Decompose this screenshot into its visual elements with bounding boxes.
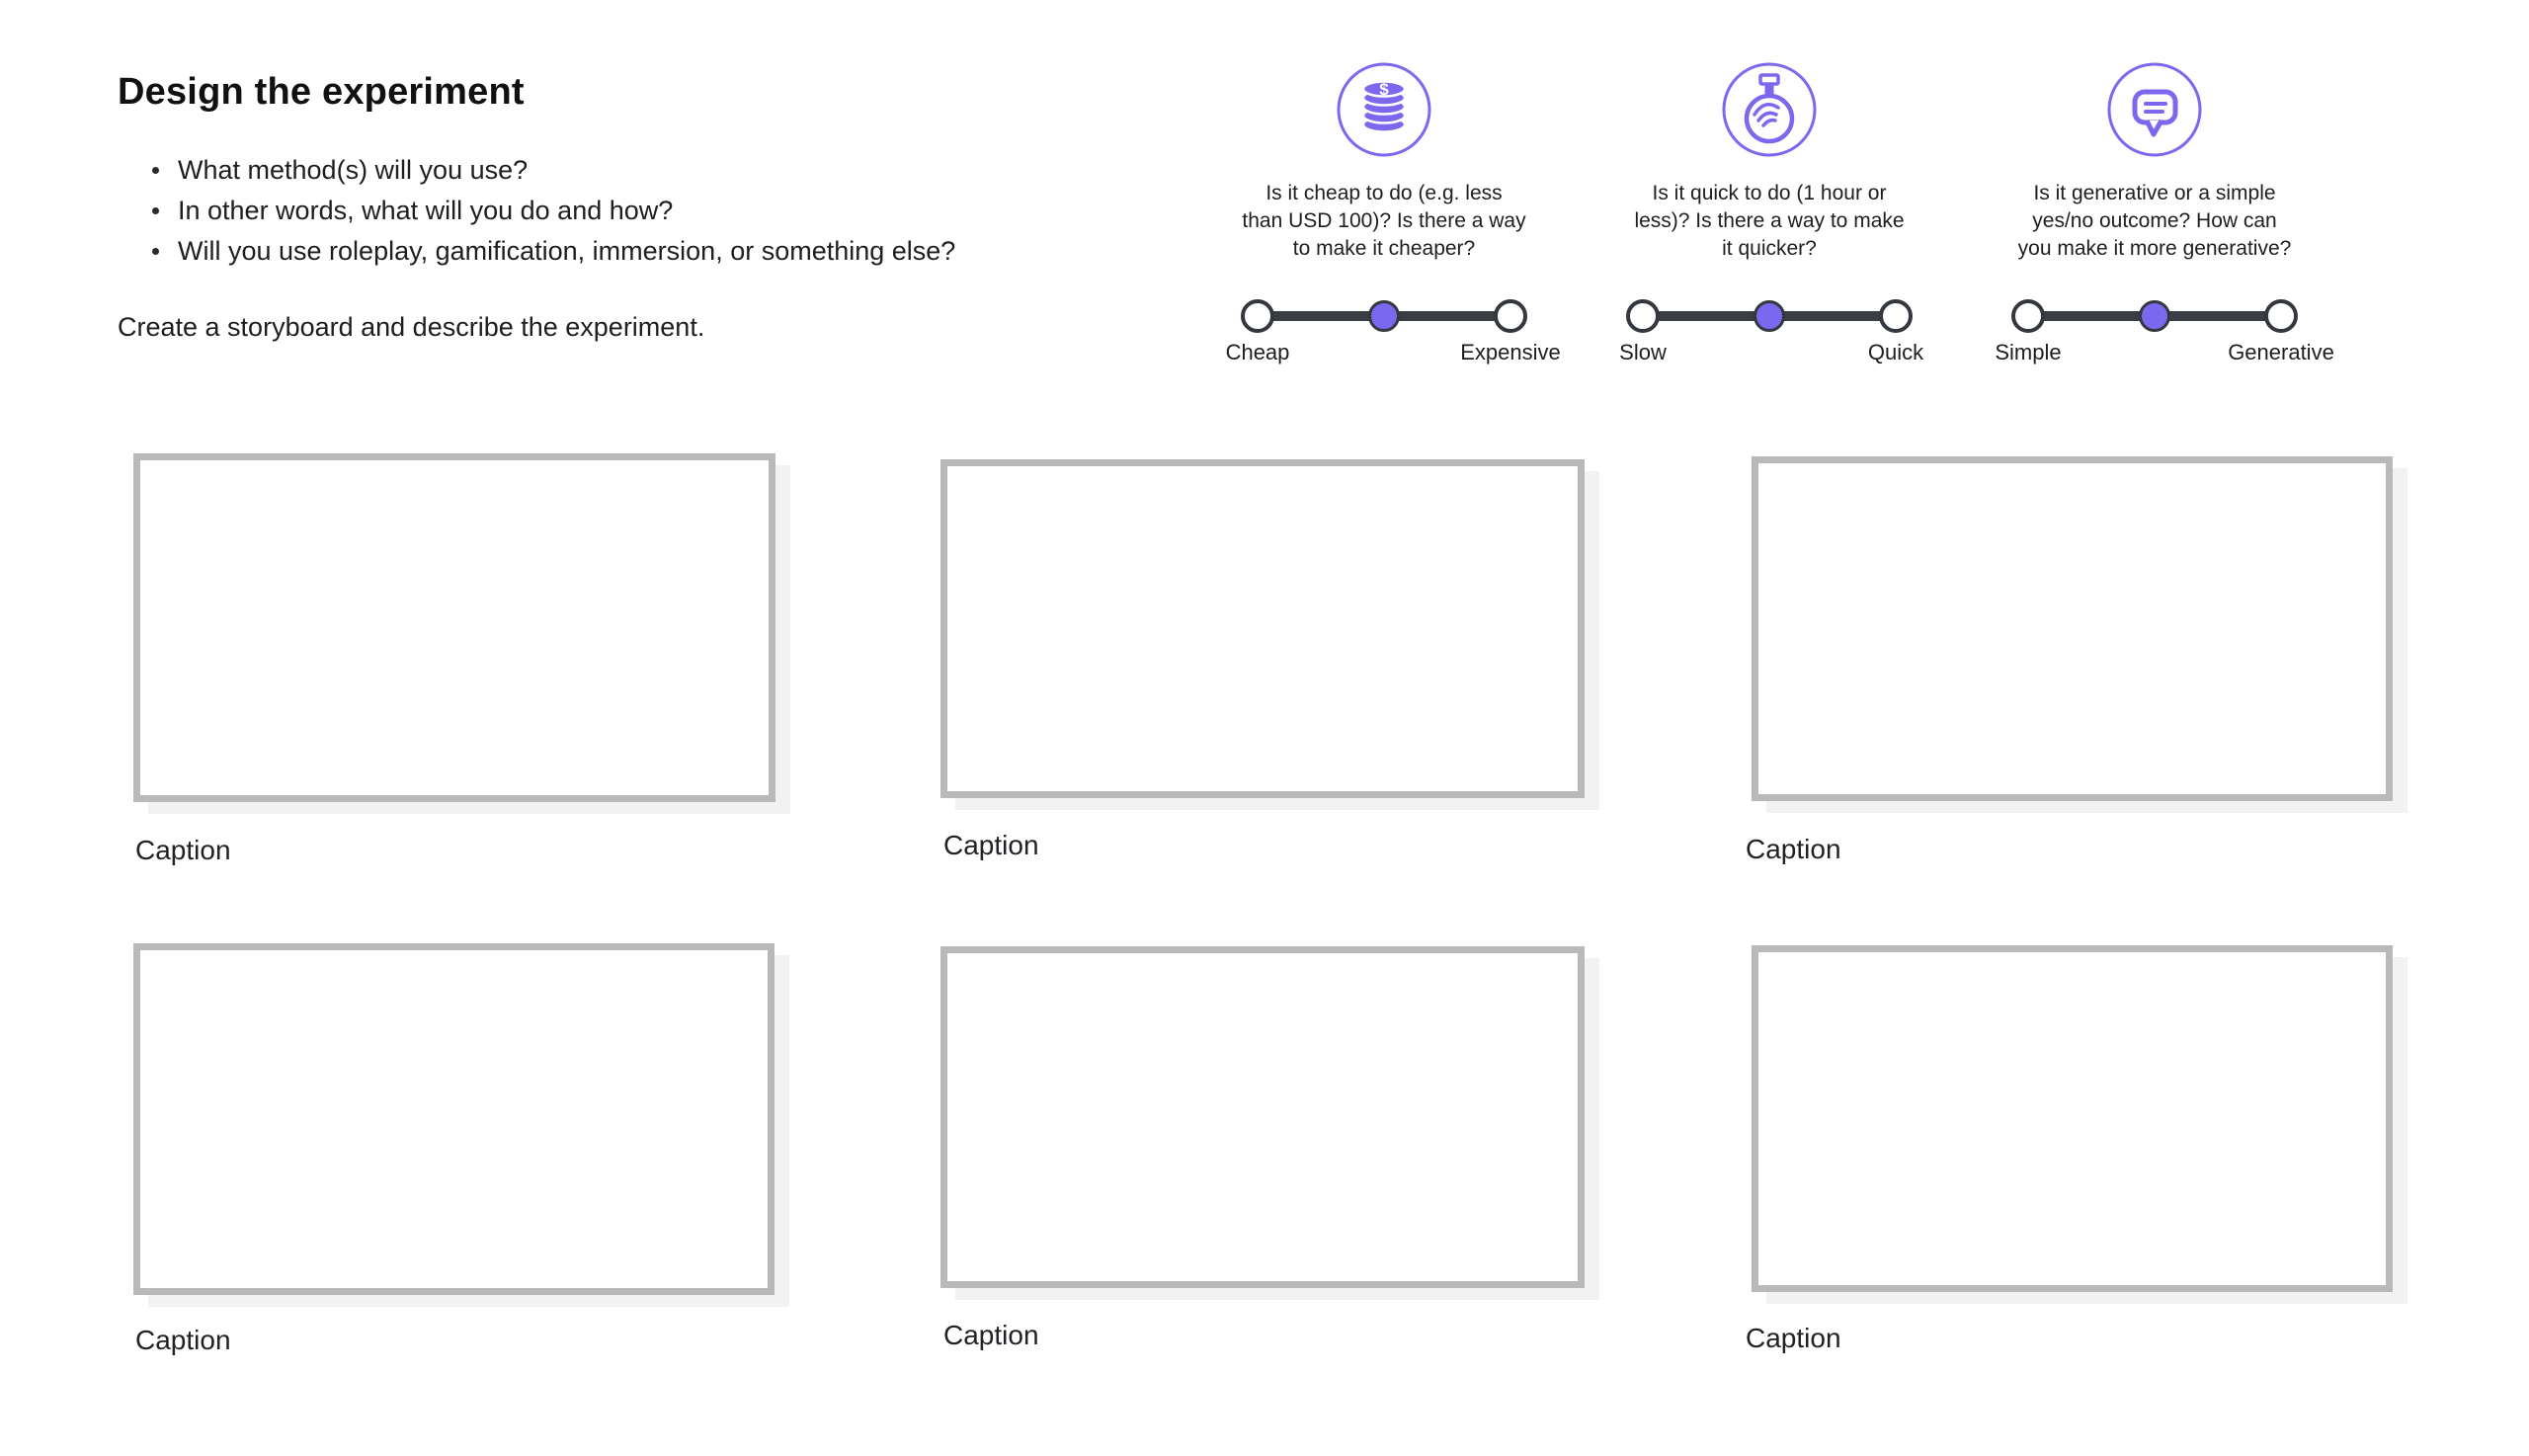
slider-thumb[interactable]	[1368, 300, 1400, 332]
cost-slider[interactable]	[1241, 298, 1527, 334]
frame-caption[interactable]: Caption	[943, 1320, 1039, 1350]
question-line: Is it generative or a simple	[2033, 182, 2276, 204]
frame-caption[interactable]: Caption	[1746, 834, 1841, 864]
generativity-slider[interactable]	[2011, 298, 2298, 334]
slider-left-endpoint[interactable]	[2011, 299, 2045, 333]
page-title: Design the experiment	[118, 71, 525, 113]
slider-right-endpoint[interactable]	[1494, 299, 1527, 333]
storyboard-frame[interactable]	[940, 946, 1585, 1288]
question-line: than USD 100)? Is there a way	[1242, 209, 1526, 232]
slider-thumb[interactable]	[2139, 300, 2170, 332]
bullet-item: Will you use roleplay, gamification, imm…	[151, 231, 955, 272]
instruction-text: Create a storyboard and describe the exp…	[118, 312, 705, 342]
speech-bubble-icon	[2106, 61, 2203, 158]
slider-right-endpoint[interactable]	[2264, 299, 2298, 333]
question-line: less)? Is there a way to make	[1634, 209, 1905, 232]
question-line: Is it quick to do (1 hour or	[1652, 182, 1887, 204]
frame-caption[interactable]: Caption	[135, 835, 231, 865]
storyboard-frame[interactable]	[133, 453, 775, 802]
bullet-item: In other words, what will you do and how…	[151, 191, 955, 231]
question-line: to make it cheaper?	[1292, 237, 1476, 260]
slider-left-endpoint[interactable]	[1626, 299, 1660, 333]
slider-right-endpoint[interactable]	[1879, 299, 1913, 333]
bullet-item: What method(s) will you use?	[151, 150, 955, 191]
slider-label-right: Quick	[1867, 340, 1924, 364]
storyboard-frame[interactable]	[1752, 945, 2393, 1292]
criterion-question: Is it generative or a simple yes/no outc…	[1947, 180, 2362, 263]
storyboard-frame[interactable]	[1752, 456, 2393, 801]
frame-caption[interactable]: Caption	[135, 1325, 231, 1355]
slider-label-left: Cheap	[1225, 340, 1290, 364]
question-line: you make it more generative?	[2017, 237, 2292, 260]
criterion-question: Is it quick to do (1 hour or less)? Is t…	[1562, 180, 1977, 263]
slider-label-left: Simple	[1995, 340, 2062, 364]
generativity-slider-labels: Simple Generative	[1995, 340, 2333, 365]
cost-slider-labels: Cheap Expensive	[1226, 340, 1561, 365]
criterion-question: Is it cheap to do (e.g. less than USD 10…	[1177, 180, 1591, 263]
slider-thumb[interactable]	[1754, 300, 1785, 332]
frame-caption[interactable]: Caption	[943, 830, 1039, 860]
storyboard-frame[interactable]	[940, 459, 1585, 798]
svg-text:$: $	[1379, 80, 1389, 99]
slider-left-endpoint[interactable]	[1241, 299, 1274, 333]
question-line: yes/no outcome? How can	[2032, 209, 2277, 232]
slider-label-right: Generative	[2228, 340, 2334, 364]
slider-label-left: Slow	[1619, 340, 1667, 364]
criterion-cost: $ Is it cheap to do (e.g. less than USD …	[1177, 61, 1591, 365]
storyboard-frame[interactable]	[133, 943, 775, 1295]
frame-caption[interactable]: Caption	[1746, 1323, 1841, 1353]
coins-icon: $	[1336, 61, 1432, 158]
criterion-speed: Is it quick to do (1 hour or less)? Is t…	[1562, 61, 1977, 365]
question-line: Is it cheap to do (e.g. less	[1265, 182, 1503, 204]
question-line: it quicker?	[1722, 237, 1817, 260]
stopwatch-icon	[1721, 61, 1818, 158]
bullet-list: What method(s) will you use? In other wo…	[151, 150, 955, 272]
slider-label-right: Expensive	[1460, 340, 1561, 364]
speed-slider-labels: Slow Quick	[1619, 340, 1923, 365]
criterion-generativity: Is it generative or a simple yes/no outc…	[1947, 61, 2362, 365]
speed-slider[interactable]	[1626, 298, 1913, 334]
